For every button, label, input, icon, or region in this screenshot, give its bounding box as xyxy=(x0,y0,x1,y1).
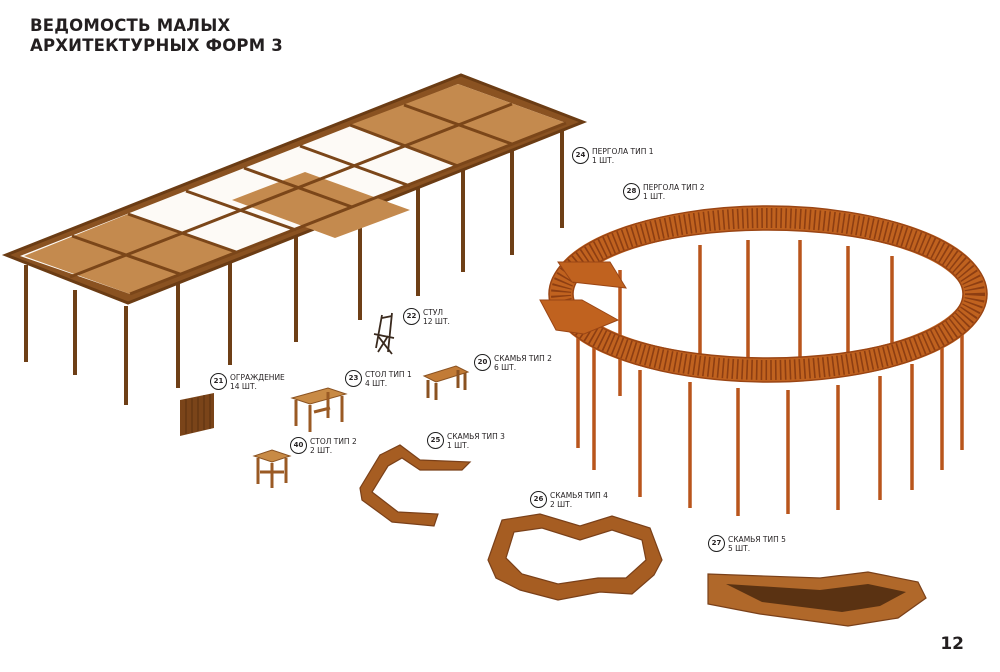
item-quantity: 12 ШТ. xyxy=(423,316,450,326)
pergola-2-ring-outer-edge xyxy=(548,205,988,383)
item-name: СТОЛ ТИП 2 xyxy=(310,437,357,446)
pergola-2-posts xyxy=(576,240,964,516)
item-number-badge: 21 xyxy=(210,373,227,390)
item-quantity: 1 ШТ. xyxy=(592,155,615,165)
table-type-1-drawing xyxy=(290,387,348,432)
item-number-badge: 23 xyxy=(345,370,362,387)
table-type-2-drawing xyxy=(252,449,292,488)
item-name: ПЕРГОЛА ТИП 1 xyxy=(592,147,654,156)
pergola-2-left-extension xyxy=(539,299,620,335)
pergola-type-2-drawing xyxy=(539,205,988,516)
page-title: ВЕДОМОСТЬ МАЛЫХ АРХИТЕКТУРНЫХ ФОРМ 3 xyxy=(30,16,283,56)
item-label-bench-3: 25 СКАМЬЯ ТИП 3 1 ШТ. xyxy=(427,432,505,450)
item-number-badge: 22 xyxy=(403,308,420,325)
title-line-2: АРХИТЕКТУРНЫХ ФОРМ 3 xyxy=(30,36,283,55)
bench-type-2-drawing xyxy=(422,365,470,400)
item-number-badge: 40 xyxy=(290,437,307,454)
item-label-pergola-1: 24 ПЕРГОЛА ТИП 1 1 ШТ. xyxy=(572,147,654,165)
item-label-bench-2: 20 СКАМЬЯ ТИП 2 6 ШТ. xyxy=(474,354,552,372)
item-quantity: 14 ШТ. xyxy=(230,381,257,391)
chair-drawing xyxy=(373,312,395,355)
pergola-2-ring-slats xyxy=(551,208,985,380)
title-line-1: ВЕДОМОСТЬ МАЛЫХ xyxy=(30,16,231,35)
item-number-badge: 28 xyxy=(623,183,640,200)
item-quantity: 1 ШТ. xyxy=(643,191,666,201)
item-quantity: 6 ШТ. xyxy=(494,362,517,372)
item-quantity: 5 ШТ. xyxy=(728,543,751,553)
item-quantity: 2 ШТ. xyxy=(310,445,333,455)
bench-type-4-drawing xyxy=(487,513,663,601)
item-label-fence: 21 ОГРАЖДЕНИЕ 14 ШТ. xyxy=(210,373,285,391)
item-number-badge: 24 xyxy=(572,147,589,164)
item-label-bench-4: 26 СКАМЬЯ ТИП 4 2 ШТ. xyxy=(530,491,608,509)
item-number-badge: 25 xyxy=(427,432,444,449)
item-name: СТУЛ xyxy=(423,308,444,317)
item-label-pergola-2: 28 ПЕРГОЛА ТИП 2 1 ШТ. xyxy=(623,183,705,201)
item-label-table-2: 40 СТОЛ ТИП 2 2 ШТ. xyxy=(290,437,357,455)
item-name: ПЕРГОЛА ТИП 2 xyxy=(643,183,705,192)
item-name: СКАМЬЯ ТИП 2 xyxy=(494,354,552,363)
item-quantity: 2 ШТ. xyxy=(550,499,573,509)
pergola-1-posts xyxy=(24,128,564,405)
page-number: 12 xyxy=(940,634,964,654)
bench-type-3-drawing xyxy=(359,444,472,527)
item-name: ОГРАЖДЕНИЕ xyxy=(230,373,285,382)
item-label-table-1: 23 СТОЛ ТИП 1 4 ШТ. xyxy=(345,370,412,388)
item-name: СТОЛ ТИП 1 xyxy=(365,370,412,379)
item-number-badge: 27 xyxy=(708,535,725,552)
bench-type-5-drawing xyxy=(707,571,927,627)
pergola-type-1-drawing xyxy=(1,73,588,405)
item-number-badge: 26 xyxy=(530,491,547,508)
item-quantity: 4 ШТ. xyxy=(365,378,388,388)
item-name: СКАМЬЯ ТИП 3 xyxy=(447,432,505,441)
item-label-chair: 22 СТУЛ 12 ШТ. xyxy=(403,308,450,326)
pergola-2-upper-extension xyxy=(557,261,627,289)
item-number-badge: 20 xyxy=(474,354,491,371)
pergola-1-beams xyxy=(69,102,567,296)
item-label-bench-5: 27 СКАМЬЯ ТИП 5 5 ШТ. xyxy=(708,535,786,553)
pergola-1-slats-middle xyxy=(232,172,410,238)
pergola-2-ring-inner-edge xyxy=(572,229,964,359)
item-name: СКАМЬЯ ТИП 4 xyxy=(550,491,608,500)
item-name: СКАМЬЯ ТИП 5 xyxy=(728,535,786,544)
fence-drawing xyxy=(180,393,214,436)
item-quantity: 1 ШТ. xyxy=(447,440,470,450)
